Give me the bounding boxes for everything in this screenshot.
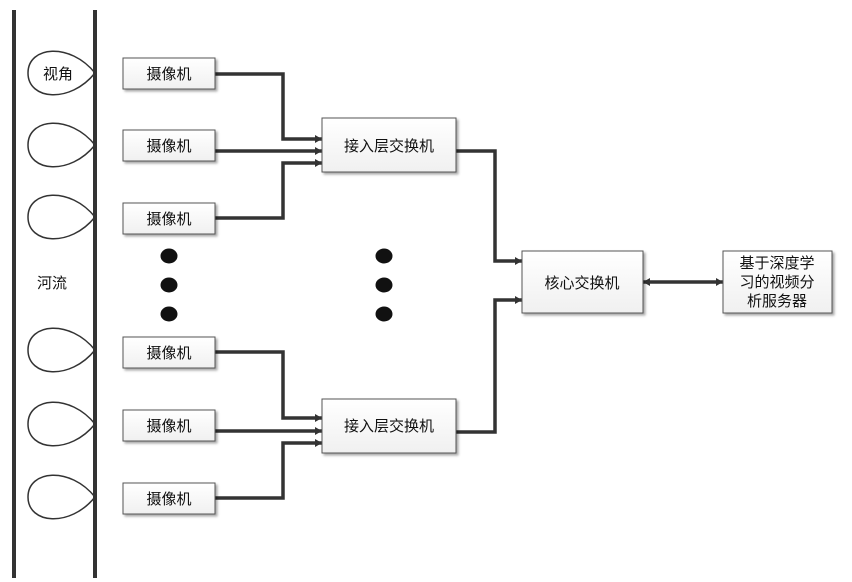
arrowhead bbox=[315, 147, 322, 155]
arrowhead bbox=[315, 159, 322, 167]
connections bbox=[215, 72, 723, 500]
camera-label: 摄像机 bbox=[146, 417, 191, 435]
ellipsis-dots-cameras bbox=[160, 248, 178, 322]
arrowhead bbox=[515, 296, 522, 304]
camera-node: 摄像机 bbox=[122, 482, 216, 515]
view-angle-shape bbox=[27, 327, 96, 373]
view-angle-label: 视角 bbox=[43, 65, 73, 83]
ellipsis-dot bbox=[160, 277, 178, 293]
camera-label: 摄像机 bbox=[146, 137, 191, 155]
link-camera1-access1 bbox=[215, 72, 322, 141]
server-label-line-2: 习的视频分 bbox=[739, 273, 814, 291]
server-node: 基于深度学 习的视频分 析服务器 bbox=[722, 250, 833, 314]
camera-label: 摄像机 bbox=[146, 210, 191, 228]
camera-node: 摄像机 bbox=[122, 129, 216, 162]
view-angle-shape bbox=[27, 50, 96, 96]
link-camera6-access2 bbox=[215, 441, 322, 500]
arrowheads bbox=[315, 135, 723, 447]
view-angle-shape bbox=[27, 122, 96, 168]
link-access1-core bbox=[456, 149, 522, 263]
camera-node: 摄像机 bbox=[122, 409, 216, 442]
view-angle-shapes bbox=[27, 50, 96, 520]
ellipsis-dot bbox=[375, 306, 393, 322]
view-angle-shape bbox=[27, 401, 96, 447]
link-camera3-access1 bbox=[215, 161, 322, 220]
access-switch-label: 接入层交换机 bbox=[344, 137, 434, 155]
river-label: 河流 bbox=[37, 274, 67, 292]
camera-node: 摄像机 bbox=[122, 202, 216, 235]
server-label-line-3: 析服务器 bbox=[747, 292, 807, 310]
camera-label: 摄像机 bbox=[146, 344, 191, 362]
camera-label: 摄像机 bbox=[146, 65, 191, 83]
ellipsis-dot bbox=[375, 248, 393, 264]
server-label-line-1: 基于深度学 bbox=[739, 254, 814, 272]
access-switch-node: 接入层交换机 bbox=[321, 117, 457, 173]
arrowhead bbox=[315, 135, 322, 143]
arrowhead bbox=[716, 278, 723, 286]
ellipsis-dots-switches bbox=[375, 248, 393, 322]
ellipsis-dot bbox=[160, 248, 178, 264]
access-switch-node: 接入层交换机 bbox=[321, 398, 457, 454]
camera-node: 摄像机 bbox=[122, 336, 216, 369]
camera-label: 摄像机 bbox=[146, 490, 191, 508]
arrowhead bbox=[315, 439, 322, 447]
core-switch-node: 核心交换机 bbox=[521, 250, 644, 314]
arrowhead bbox=[515, 257, 522, 265]
arrowhead bbox=[643, 278, 650, 286]
arrowhead bbox=[315, 427, 322, 435]
access-switch-label: 接入层交换机 bbox=[344, 417, 434, 435]
link-camera4-access2 bbox=[215, 350, 322, 420]
ellipsis-dot bbox=[375, 277, 393, 293]
view-angle-shape bbox=[27, 474, 96, 520]
view-angle-shape bbox=[27, 194, 96, 240]
link-access2-core bbox=[456, 298, 522, 434]
camera-node: 摄像机 bbox=[122, 57, 216, 90]
arrowhead bbox=[315, 414, 322, 422]
core-switch-label: 核心交换机 bbox=[544, 274, 619, 292]
ellipsis-dot bbox=[160, 306, 178, 322]
